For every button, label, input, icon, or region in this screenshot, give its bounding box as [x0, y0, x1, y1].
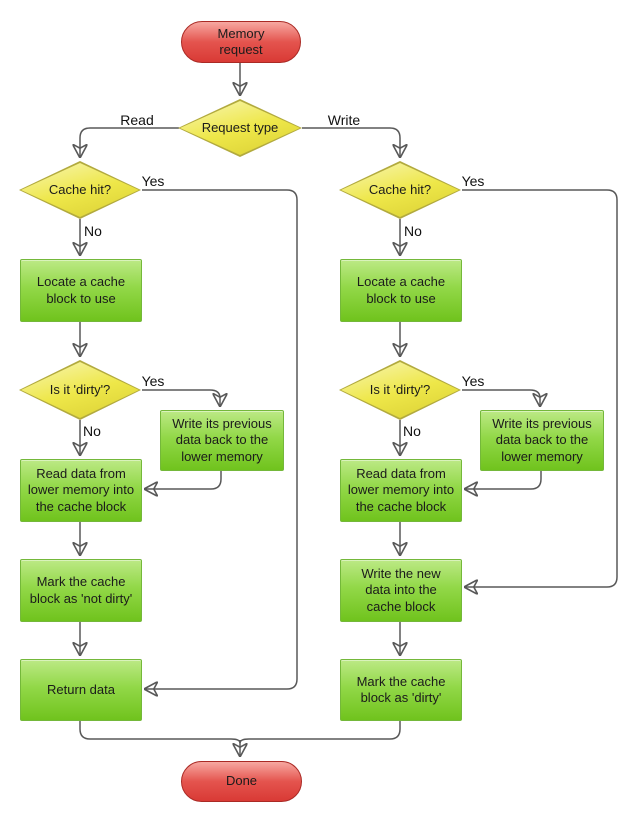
decision-dirty-read-label: Is it 'dirty'? [49, 381, 111, 397]
edge-label-read: Read [120, 112, 154, 128]
process-mark-not-dirty: Mark the cache block as 'not dirty' [20, 559, 142, 622]
decision-cache-hit-read-label: Cache hit? [48, 181, 112, 197]
edge-label-cache-hit-write-yes: Yes [461, 173, 485, 189]
edge-dirty-read-yes [142, 389, 220, 406]
decision-dirty-read: Is it 'dirty'? [19, 360, 141, 420]
process-write-back-write: Write its previous data back to the lowe… [480, 410, 604, 471]
process-mark-dirty: Mark the cache block as 'dirty' [340, 659, 462, 721]
edge-write-back-write-return [465, 469, 542, 489]
terminal-done-label: Done [225, 773, 258, 789]
process-read-lower-write: Read data from lower memory into the cac… [340, 459, 462, 522]
process-write-new-label: Write the new data into the cache block [361, 566, 441, 614]
terminal-memory-request-label: Memory request [217, 25, 265, 57]
decision-dirty-write: Is it 'dirty'? [339, 360, 461, 420]
edge-label-cache-hit-read-no: No [84, 223, 102, 239]
process-locate-read-label: Locate a cache block to use [36, 274, 126, 306]
decision-dirty-write-label: Is it 'dirty'? [369, 381, 431, 397]
edge-request-write [302, 127, 400, 157]
process-write-back-write-label: Write its previous data back to the lowe… [492, 416, 592, 464]
process-read-lower-read: Read data from lower memory into the cac… [20, 459, 142, 522]
decision-request-type-label: Request type [201, 119, 279, 135]
process-read-lower-read-label: Read data from lower memory into the cac… [27, 466, 135, 514]
process-locate-write-label: Locate a cache block to use [356, 274, 446, 306]
process-read-lower-write-label: Read data from lower memory into the cac… [347, 466, 455, 514]
decision-cache-hit-write-label: Cache hit? [368, 181, 432, 197]
edge-cache-hit-read-yes [142, 189, 298, 689]
process-return-data-label: Return data [47, 681, 115, 697]
terminal-memory-request: Memory request [181, 21, 301, 63]
edge-dirty-write-yes [462, 389, 540, 406]
edge-label-cache-hit-write-no: No [404, 223, 422, 239]
edge-label-dirty-read-no: No [83, 423, 101, 439]
edge-return-data-to-done [79, 719, 241, 744]
edge-label-write: Write [327, 112, 361, 128]
edge-label-dirty-read-yes: Yes [141, 373, 165, 389]
decision-cache-hit-read: Cache hit? [19, 161, 141, 219]
process-return-data: Return data [20, 659, 142, 721]
process-mark-dirty-label: Mark the cache block as 'dirty' [356, 673, 446, 705]
terminal-done: Done [181, 761, 302, 802]
process-locate-write: Locate a cache block to use [340, 259, 462, 322]
process-write-back-read-label: Write its previous data back to the lowe… [172, 416, 272, 464]
process-write-new: Write the new data into the cache block [340, 559, 462, 622]
edge-label-cache-hit-read-yes: Yes [141, 173, 165, 189]
edge-mark-dirty-to-done [239, 719, 401, 744]
edge-label-dirty-write-yes: Yes [461, 373, 485, 389]
process-mark-not-dirty-label: Mark the cache block as 'not dirty' [29, 574, 133, 606]
edge-write-back-read-return [145, 469, 222, 489]
process-write-back-read: Write its previous data back to the lowe… [160, 410, 284, 471]
decision-request-type: Request type [178, 99, 302, 157]
process-locate-read: Locate a cache block to use [20, 259, 142, 322]
decision-cache-hit-write: Cache hit? [339, 161, 461, 219]
edge-label-dirty-write-no: No [403, 423, 421, 439]
edge-request-read [80, 127, 179, 157]
edge-cache-hit-write-yes [462, 189, 618, 587]
